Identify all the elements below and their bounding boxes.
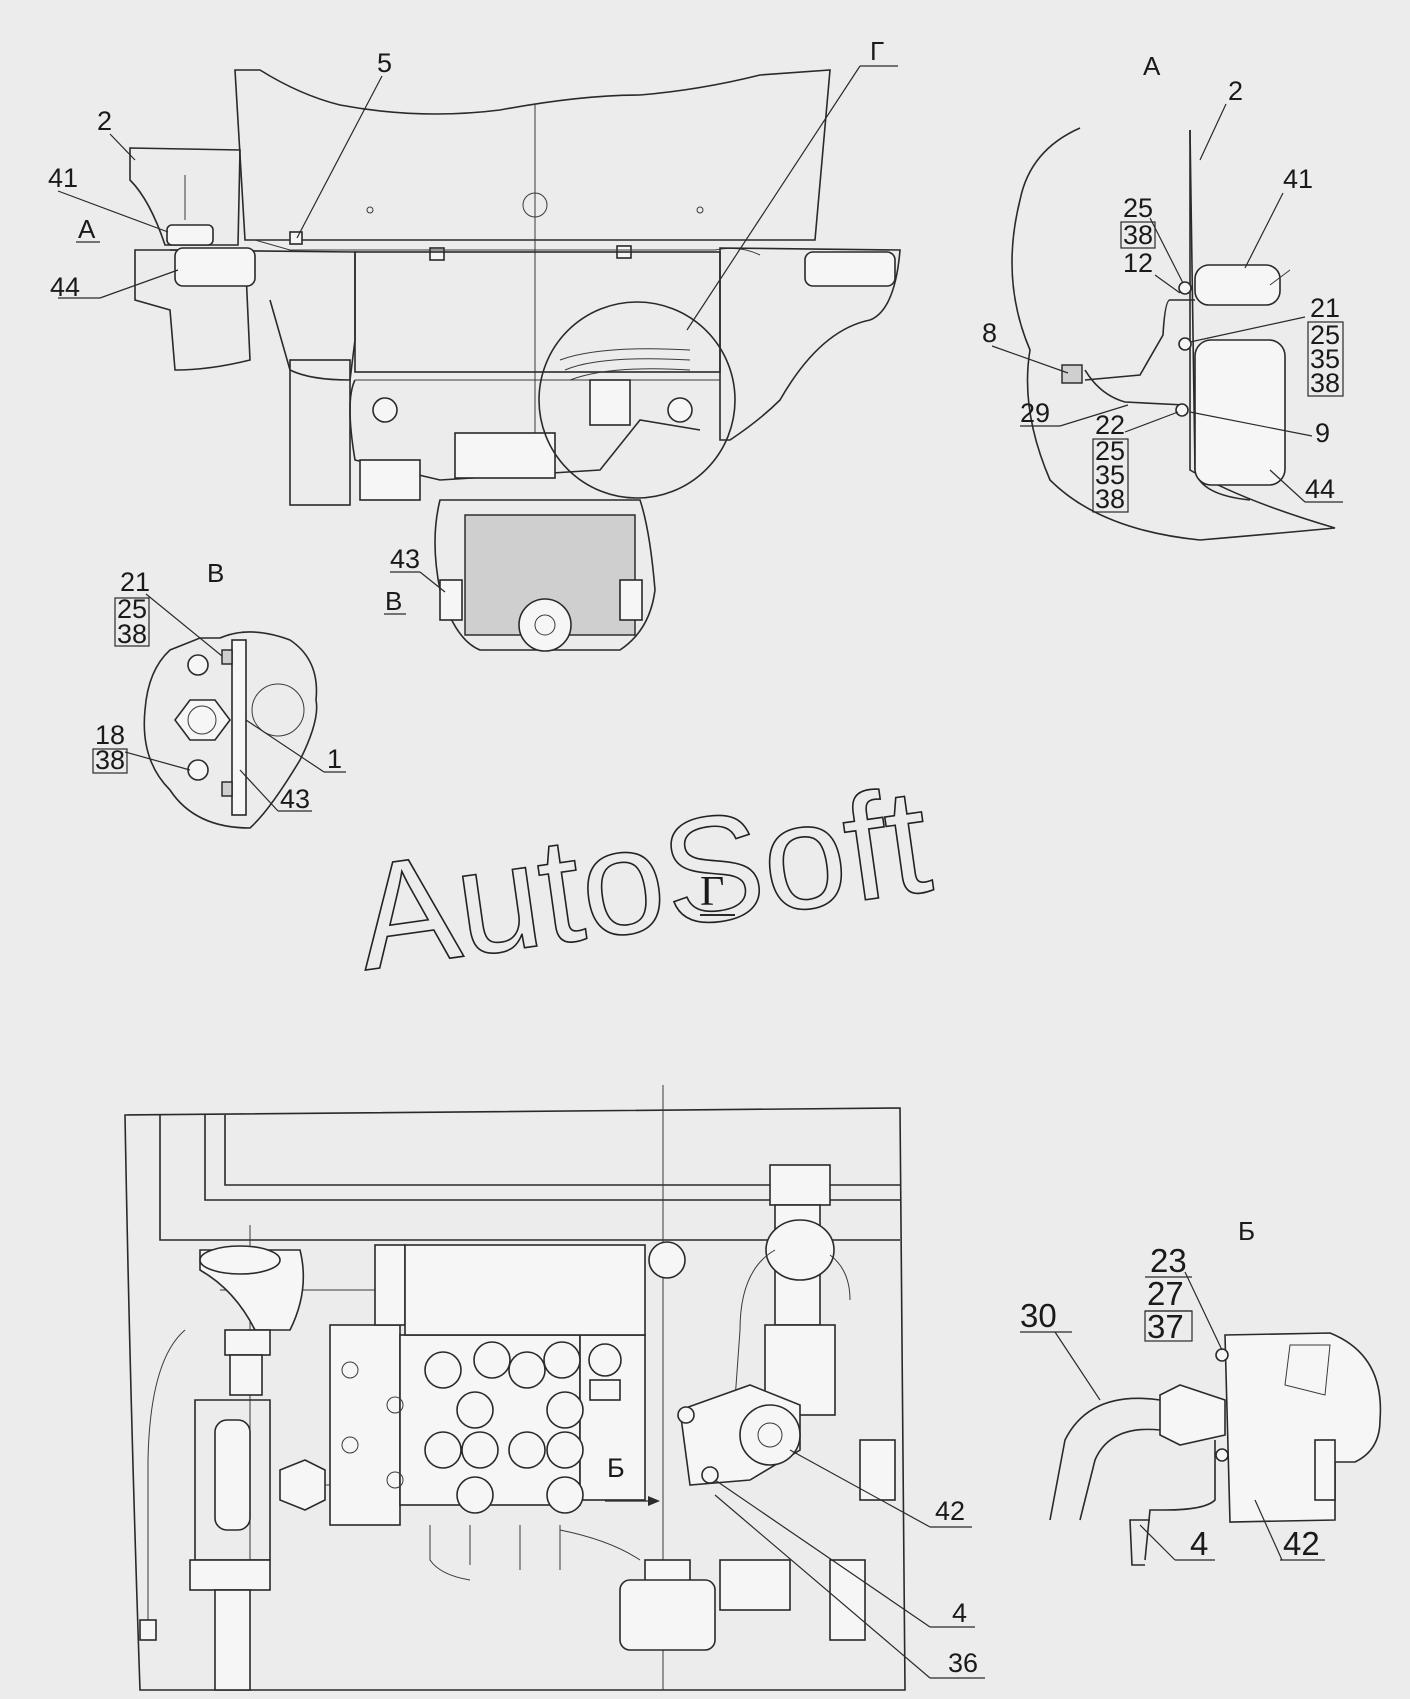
callout-4: 4: [952, 1598, 967, 1628]
stack-v-top-2: 38: [117, 619, 147, 649]
stack-a-right-1: 25: [1310, 320, 1340, 350]
callout-30: 30: [1020, 1297, 1057, 1334]
view-g-callouts: Б 42 4 36: [605, 1449, 985, 1679]
callout-43: 43: [390, 544, 420, 574]
view-ref-V: В: [385, 586, 402, 616]
stack-v-low-1: 38: [95, 745, 125, 775]
view-v-title: В: [207, 558, 224, 588]
callout-1: 1: [327, 744, 342, 774]
stack-a-bot-2: 35: [1095, 460, 1125, 490]
watermark: AutoSoft: [346, 755, 939, 1001]
valve-spools: [424, 1341, 622, 1514]
callout-4: 4: [1190, 1525, 1208, 1562]
stack-a-right-3: 38: [1310, 368, 1340, 398]
stack-b-0: 23: [1150, 1242, 1187, 1279]
view-b: Б: [1049, 1216, 1382, 1566]
stack-a-right-2: 35: [1310, 344, 1340, 374]
stack-a-top-1: 38: [1123, 220, 1153, 250]
main-assembly-view: [129, 69, 901, 652]
callout-9: 9: [1315, 418, 1330, 448]
stack-b-1: 27: [1147, 1275, 1184, 1312]
callout-41: 41: [1283, 164, 1313, 194]
view-a-title: А: [1143, 51, 1161, 81]
view-v-callouts: 21 25 38 18 38 1 43: [92, 567, 346, 814]
view-ref-A: А: [78, 214, 96, 244]
stack-v-top-0: 21: [120, 567, 150, 597]
stack-a-right-0: 21: [1310, 293, 1340, 323]
view-ref-G: Г: [870, 36, 884, 66]
stack-v-low-0: 18: [95, 720, 125, 750]
arrow-label-B: Б: [607, 1453, 625, 1483]
stack-a-bot-3: 38: [1095, 484, 1125, 514]
callout-36: 36: [948, 1648, 978, 1678]
view-b-callouts: 23 27 37 30 4 42: [1020, 1242, 1325, 1562]
view-b-title: Б: [1238, 1216, 1255, 1246]
stack-a-bot-1: 25: [1095, 436, 1125, 466]
callout-5: 5: [377, 48, 392, 78]
callout-44: 44: [1305, 474, 1335, 504]
stack-a-top-0: 25: [1123, 193, 1153, 223]
stack-v-top-1: 25: [117, 594, 147, 624]
view-g-title: Г: [700, 869, 724, 915]
view-a-callouts: 2 41 25 38 12 21 25 35 38 8 29 22 25 35 …: [982, 76, 1344, 514]
callout-2: 2: [1228, 76, 1243, 106]
callout-8: 8: [982, 318, 997, 348]
stack-b-2: 37: [1147, 1308, 1184, 1345]
callout-42: 42: [1283, 1525, 1320, 1562]
callout-43: 43: [280, 784, 310, 814]
view-a: А: [1011, 51, 1336, 541]
view-b-arrow: [648, 1496, 660, 1506]
view-v: В: [143, 558, 318, 829]
callout-41: 41: [48, 163, 78, 193]
callout-42: 42: [935, 1496, 965, 1526]
callout-44: 44: [50, 272, 80, 302]
stack-a-bot-0: 22: [1095, 410, 1125, 440]
callout-2: 2: [97, 106, 112, 136]
callout-29: 29: [1020, 398, 1050, 428]
main-view-callouts: 5 2 41 44 А Г 43 В: [48, 36, 898, 616]
view-g: [124, 1085, 906, 1691]
callout-12: 12: [1123, 248, 1153, 278]
